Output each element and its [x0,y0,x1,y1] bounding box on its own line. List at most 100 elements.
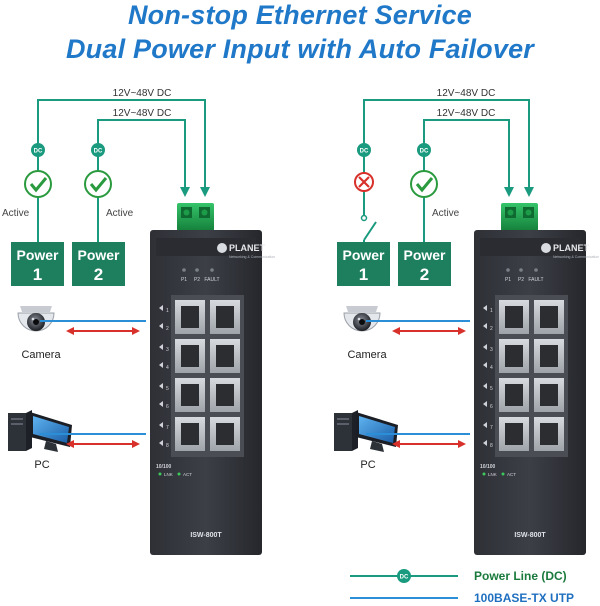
svg-text:3: 3 [166,347,169,353]
switch: PLANET Networking & Communication P1 P2 … [474,230,599,555]
brand-tagline: Networking & Communication [229,255,275,259]
svg-text:1: 1 [166,308,169,314]
camera-label: Camera [347,349,387,361]
title-line-2: Dual Power Input with Auto Failover [65,34,535,64]
dc-badge-icon: DC [417,143,431,157]
terminal-block [501,203,538,231]
svg-text:6: 6 [166,404,169,410]
arrow-double [392,440,466,448]
pc-label: PC [34,459,49,471]
svg-text:7: 7 [490,425,493,431]
svg-text:DC: DC [360,149,369,155]
error-icon [354,172,374,192]
status-active: Active [106,208,134,219]
dc-badge-icon [397,569,411,583]
speed-label: 10/100 [480,464,496,470]
svg-text:1: 1 [33,265,42,284]
panel-left: 12V~48V DC 12V~48V DC DC DC Active Activ… [2,88,275,555]
pc-icon [334,410,398,452]
svg-text:DC: DC [420,149,429,155]
svg-text:7: 7 [166,425,169,431]
svg-text:8: 8 [166,443,169,449]
svg-text:P2: P2 [194,277,200,283]
brand: PLANET [229,243,266,253]
check-icon [24,170,52,198]
brand-tagline: Networking & Communication [553,255,599,259]
svg-text:4: 4 [490,365,493,371]
svg-text:Power: Power [16,247,59,263]
status-active: Active [432,208,460,219]
voltage-label-2: 12V~48V DC [113,108,172,119]
svg-text:DC: DC [400,575,409,581]
led-area: P1 P2 FAULT [505,268,544,283]
svg-text:Power: Power [342,247,385,263]
camera-icon [17,306,55,332]
voltage-label-1: 12V~48V DC [113,88,172,99]
pc-label: PC [360,459,375,471]
switch: PLANET Networking & Communication P1 P2 … [150,230,275,555]
legend-power-line: DC Power Line (DC) [350,569,567,583]
dc-badge-icon: DC [357,143,371,157]
port-block [495,295,568,457]
svg-text:5: 5 [166,386,169,392]
link-label: LNK [164,472,173,477]
svg-text:Power: Power [403,247,446,263]
dc-badge-icon: DC [91,143,105,157]
port-block [171,295,244,457]
svg-text:DC: DC [34,149,43,155]
svg-text:2: 2 [166,326,169,332]
svg-text:1: 1 [359,265,368,284]
terminal-block [177,203,214,231]
link-label: LNK [488,472,497,477]
svg-text:3: 3 [490,347,493,353]
power-2-box: Power 2 [72,242,125,286]
act-label: ACT [507,472,516,477]
svg-text:5: 5 [490,386,493,392]
arrow-double [66,440,140,448]
svg-text:P1: P1 [505,277,511,283]
svg-text:6: 6 [490,404,493,410]
svg-text:DC: DC [94,149,103,155]
planet-logo-icon [541,243,551,253]
pc-icon [8,410,72,452]
voltage-label-1: 12V~48V DC [437,88,496,99]
legend-utp-label: 100BASE-TX UTP [474,591,574,605]
arrow-double [392,327,466,335]
svg-text:2: 2 [420,265,429,284]
svg-text:Power: Power [77,247,120,263]
svg-text:4: 4 [166,365,169,371]
legend-power-label: Power Line (DC) [474,569,567,583]
dc-badge-icon: DC [31,143,45,157]
voltage-label-2: 12V~48V DC [437,108,496,119]
model-label: ISW-800T [514,532,546,539]
arrow-double [66,327,140,335]
check-icon [84,170,112,198]
svg-text:2: 2 [490,326,493,332]
svg-text:FAULT: FAULT [204,277,219,283]
check-icon [410,170,438,198]
power-1-box: Power 1 [11,242,64,286]
speed-label: 10/100 [156,464,172,470]
brand: PLANET [553,243,590,253]
led-area: P1 P2 FAULT [181,268,220,283]
camera-label: Camera [21,349,61,361]
act-label: ACT [183,472,192,477]
svg-text:8: 8 [490,443,493,449]
planet-logo-icon [217,243,227,253]
camera-icon [343,306,381,332]
port-numbers: 1 2 3 4 5 6 7 8 [166,308,169,449]
model-label: ISW-800T [190,532,222,539]
svg-text:1: 1 [490,308,493,314]
svg-text:P2: P2 [518,277,524,283]
legend-utp: 100BASE-TX UTP [350,591,574,605]
legend: DC Power Line (DC) 100BASE-TX UTP [350,569,574,605]
svg-text:2: 2 [94,265,103,284]
title-line-1: Non-stop Ethernet Service [127,0,473,30]
power-2-box: Power 2 [398,242,451,286]
panel-right: 12V~48V DC 12V~48V DC DC DC Active Power… [334,88,599,555]
power-1-box: Power 1 [337,242,390,286]
svg-text:P1: P1 [181,277,187,283]
status-active: Active [2,208,30,219]
svg-text:FAULT: FAULT [528,277,543,283]
